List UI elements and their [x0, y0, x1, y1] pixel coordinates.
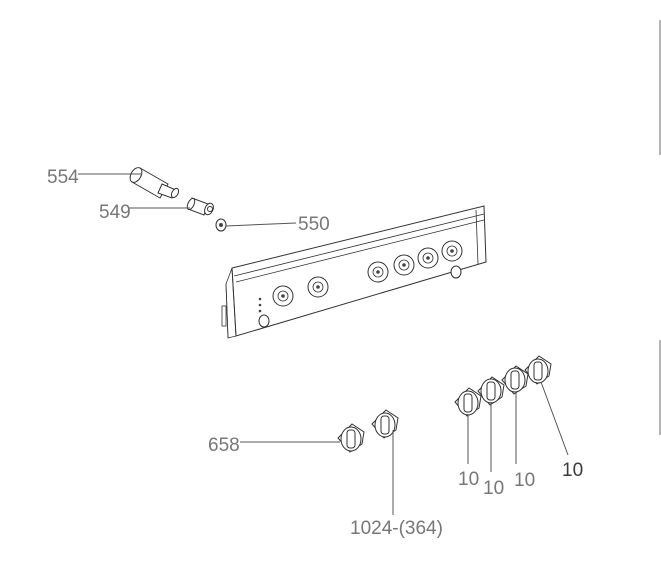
- knob-10-a: [454, 387, 482, 417]
- knob-1024: [371, 409, 399, 439]
- panel-socket-2: [307, 276, 329, 298]
- edge-mark-top: [659, 20, 661, 155]
- callout-550: 550: [298, 214, 330, 235]
- panel-socket-6: [441, 240, 463, 262]
- knob-10-d: [524, 355, 552, 385]
- control-panel: [221, 205, 487, 339]
- part-549-connector: [186, 197, 214, 216]
- edge-mark-bottom: [659, 340, 661, 435]
- callout-549: 549: [99, 202, 131, 223]
- panel-socket-1: [272, 285, 294, 307]
- callout-10-d: 10: [562, 460, 583, 481]
- knob-658: [337, 423, 365, 453]
- callout-10-a: 10: [458, 469, 479, 490]
- knob-10-c: [501, 365, 529, 395]
- part-554-cylinder: [129, 167, 180, 199]
- knob-10-b: [477, 376, 505, 406]
- panel-socket-4: [393, 254, 415, 276]
- callout-10-c: 10: [514, 470, 535, 491]
- callout-554: 554: [47, 167, 79, 188]
- leader-550: [225, 222, 297, 227]
- callout-658: 658: [208, 435, 240, 456]
- panel-socket-3: [367, 261, 389, 283]
- panel-socket-5: [417, 247, 439, 269]
- callout-1024: 1024-(364): [350, 518, 443, 539]
- part-550-nut: [215, 218, 227, 232]
- leader-10-d: [540, 381, 569, 456]
- callout-10-b: 10: [483, 478, 504, 499]
